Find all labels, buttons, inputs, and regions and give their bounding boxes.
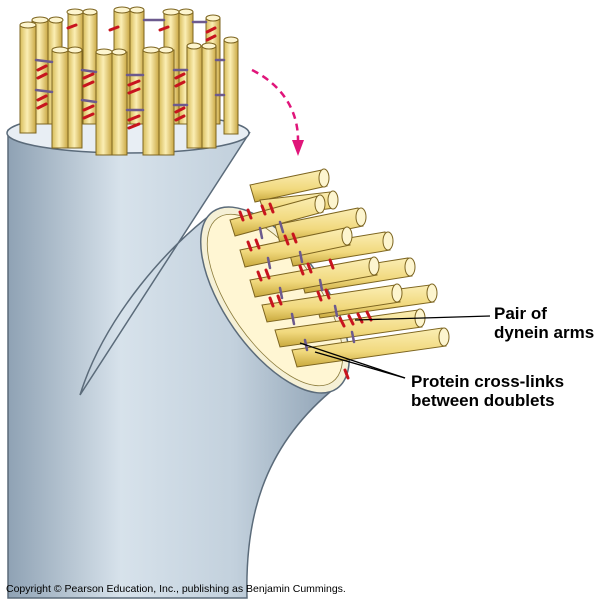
cross-links-label: Protein cross-links between doublets bbox=[411, 372, 564, 410]
leader-lines bbox=[299, 315, 491, 379]
dynein-label-line1: Pair of bbox=[494, 304, 547, 323]
dynein-label-line2: dynein arms bbox=[494, 323, 595, 342]
crosslinks-label-line1: Protein cross-links bbox=[411, 372, 565, 391]
copyright-notice: Copyright © Pearson Education, Inc., pub… bbox=[6, 583, 346, 595]
direction-arrow bbox=[251, 68, 304, 156]
dynein-arms-label: Pair of dynein arms bbox=[494, 304, 594, 342]
microtubule-bundle-vertical bbox=[19, 6, 239, 156]
crosslinks-label-line2: between doublets bbox=[411, 391, 555, 410]
